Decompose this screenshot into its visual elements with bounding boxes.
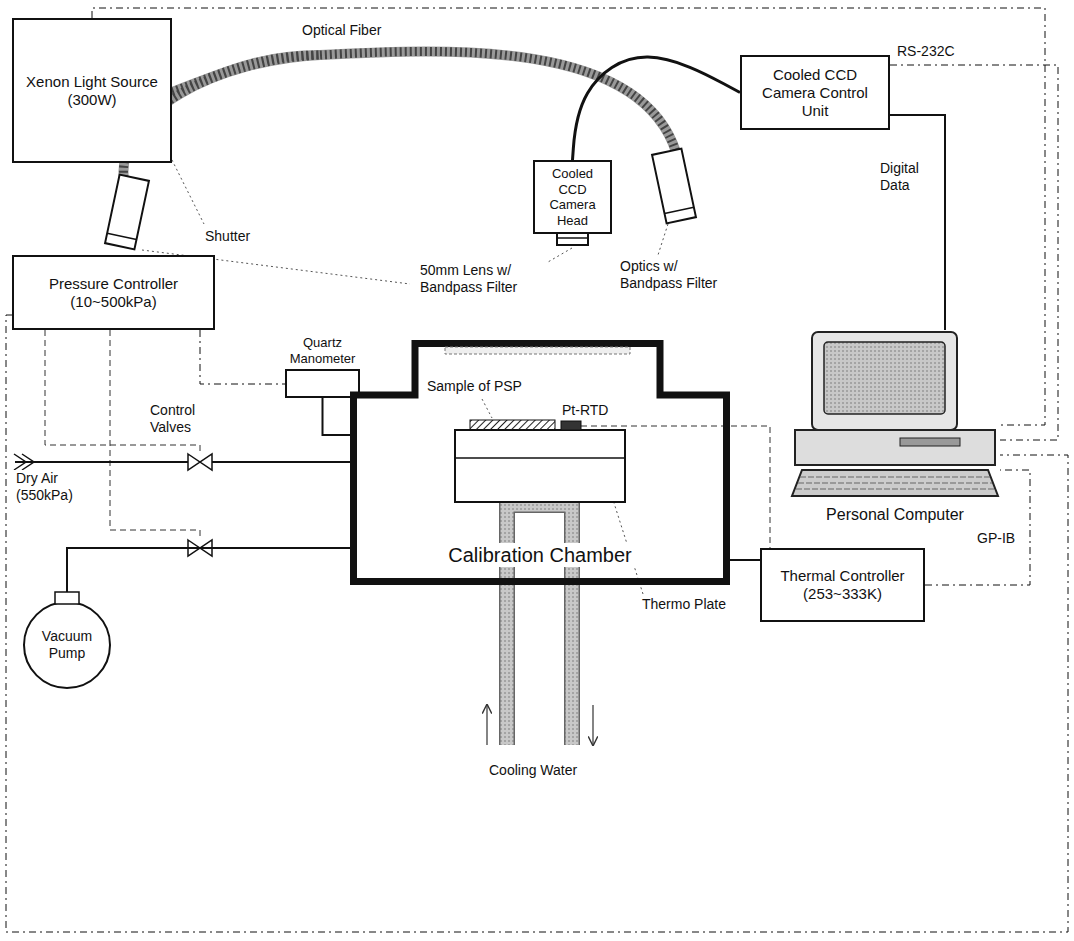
node-text: Quartz Manometer bbox=[285, 335, 360, 366]
thermo-plate bbox=[455, 457, 625, 459]
leader-line bbox=[548, 248, 572, 262]
fiber-label: Optical Fiber bbox=[300, 22, 383, 39]
leader-line bbox=[142, 142, 668, 594]
node-text: Thermal Controller (253~333K) bbox=[768, 567, 917, 603]
optics-head bbox=[652, 149, 696, 224]
personal-computer: Personal Computer bbox=[790, 330, 1000, 530]
part-label: Shutter bbox=[203, 228, 252, 245]
node-text: Cooled CCD Camera Head bbox=[541, 166, 604, 228]
flow-arrow bbox=[592, 705, 593, 745]
dry-air-line bbox=[15, 461, 350, 463]
vacuum-pump: Vacuum Pump bbox=[22, 600, 112, 690]
control-valve bbox=[188, 454, 212, 470]
connector-line bbox=[323, 398, 351, 435]
shape-part bbox=[795, 430, 995, 465]
shape-part bbox=[792, 470, 998, 496]
node-text: Xenon Light Source (300W) bbox=[20, 73, 164, 109]
control-unit-box: Cooled CCD Camera Control Unit bbox=[740, 55, 890, 130]
cooling-pipe bbox=[507, 505, 572, 745]
pc-outline bbox=[790, 330, 1000, 530]
optics-head bbox=[652, 149, 696, 224]
node-text: Pressure Controller (10~500kPa) bbox=[20, 275, 207, 311]
optical-fiber bbox=[320, 51, 676, 152]
node-text: Vacuum Pump bbox=[32, 628, 102, 662]
optics-head bbox=[665, 207, 694, 213]
optical-fiber bbox=[320, 51, 676, 152]
flow-arrow bbox=[487, 705, 593, 745]
cooling-pipe bbox=[507, 505, 572, 745]
dry-air-line bbox=[14, 454, 34, 470]
edge-label: RS-232C bbox=[895, 43, 957, 60]
dry-air-line bbox=[14, 454, 350, 470]
part-label: Optics w/ Bandpass Filter bbox=[618, 258, 727, 292]
shape-part bbox=[796, 489, 994, 490]
connector-line bbox=[890, 115, 945, 330]
connector-line bbox=[730, 559, 760, 561]
part-label: Sample of PSP bbox=[425, 378, 524, 395]
pt-rtd-sensor bbox=[561, 421, 581, 430]
signal-line bbox=[200, 330, 285, 384]
signal-line bbox=[6, 315, 1068, 932]
pump-body bbox=[24, 602, 110, 688]
node-text: Cooled CCD Camera Control Unit bbox=[748, 66, 882, 120]
pump-port bbox=[55, 592, 79, 604]
thermal-controller-box: Thermal Controller (253~333K) bbox=[760, 548, 925, 622]
part-label: Pt-RTD bbox=[560, 402, 610, 419]
calibration-chamber: Calibration Chamber bbox=[350, 340, 730, 585]
edge-label: GP-IB bbox=[975, 530, 1017, 547]
light-source-box: Xenon Light Source (300W) bbox=[12, 18, 172, 163]
flow-arrow bbox=[486, 705, 487, 745]
optics-head bbox=[107, 233, 136, 239]
part-label: Thermo Plate bbox=[640, 596, 728, 613]
node-text: Personal Computer bbox=[826, 505, 964, 524]
manometer-body bbox=[286, 370, 359, 397]
part-label: Cooling Water bbox=[487, 762, 579, 779]
shape-part bbox=[798, 483, 992, 484]
control-valve bbox=[188, 454, 212, 556]
connector-line bbox=[67, 548, 350, 600]
shape-part bbox=[900, 438, 960, 446]
part-label: Control Valves bbox=[148, 402, 214, 436]
connector-line bbox=[573, 57, 741, 160]
chamber-wall bbox=[354, 344, 727, 582]
computer-drawing bbox=[792, 332, 998, 496]
leader-line bbox=[482, 399, 492, 418]
node-text: Calibration Chamber bbox=[444, 543, 635, 567]
part-label: Dry Air (550kPa) bbox=[14, 470, 88, 504]
chamber-window bbox=[445, 347, 630, 354]
psp-sample bbox=[470, 420, 555, 430]
signal-line bbox=[92, 8, 1045, 425]
part-label: 50mm Lens w/ Bandpass Filter bbox=[418, 262, 547, 296]
pressure-controller-box: Pressure Controller (10~500kPa) bbox=[12, 255, 215, 330]
optics-head bbox=[105, 175, 149, 250]
leader-line bbox=[658, 224, 668, 255]
thermo-plate bbox=[455, 430, 625, 502]
shape-part bbox=[800, 477, 990, 478]
camera-lens bbox=[557, 237, 588, 239]
manometer-box: Quartz Manometer bbox=[285, 335, 360, 398]
shape-part bbox=[824, 342, 945, 414]
camera-head-box: Cooled CCD Camera Head bbox=[533, 160, 612, 234]
optics-head bbox=[105, 175, 149, 250]
cooling-pipe bbox=[507, 505, 572, 745]
thermo-plate bbox=[455, 430, 625, 502]
shape-part bbox=[812, 332, 957, 430]
edge-label: Digital Data bbox=[878, 160, 944, 194]
